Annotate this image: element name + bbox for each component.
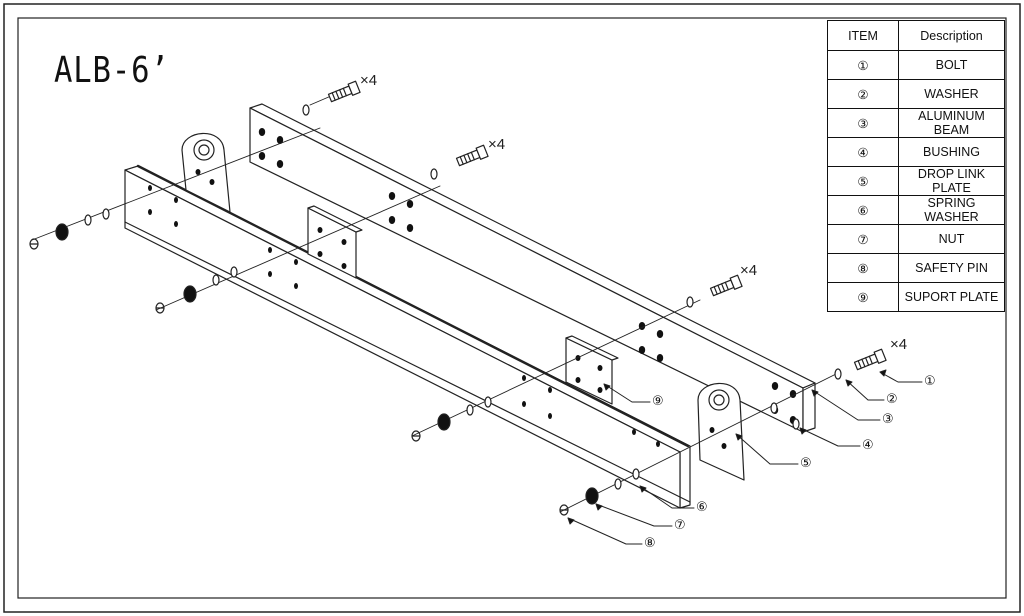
safety-pin-group [29, 238, 569, 516]
callout-bushing: ④ [862, 438, 874, 453]
spring-washer-group [84, 214, 622, 490]
row-description: BUSHING [898, 137, 1005, 167]
row-description: DROP LINK PLATE [898, 166, 1005, 196]
washer-icon [632, 468, 640, 480]
spring-washer-icon [212, 274, 220, 286]
bolt-icon [853, 348, 887, 371]
header-item: ITEM [827, 20, 899, 51]
row-item: ③ [827, 108, 899, 138]
row-description: SUPORT PLATE [898, 282, 1005, 312]
bolt-group [327, 80, 887, 371]
bolt-icon [455, 144, 489, 167]
row-description: SPRING WASHER [898, 195, 1005, 225]
row-item: ⑥ [827, 195, 899, 225]
nut-icon [183, 285, 197, 303]
callout-safety-pin: ⑧ [644, 536, 656, 551]
bolt-quantity-label: ×4 [890, 336, 908, 353]
safety-pin-icon [29, 238, 39, 250]
spring-washer-icon [466, 404, 474, 416]
callout-aluminum-beam: ③ [882, 412, 894, 427]
washer-icon [834, 368, 842, 380]
nut-group [55, 223, 599, 505]
aluminum-beam [249, 103, 816, 433]
nut-icon [585, 487, 599, 505]
callout-nut: ⑦ [674, 518, 686, 533]
safety-pin-icon [559, 504, 569, 516]
callout-drop-link-plate: ⑤ [800, 456, 812, 471]
safety-pin-icon [411, 430, 421, 442]
nut-icon [437, 413, 451, 431]
washer-icon [102, 208, 110, 220]
washer-icon [430, 168, 438, 180]
bolt-quantity-label: ×4 [488, 136, 506, 153]
callout-support-plate: ⑨ [652, 394, 664, 409]
leader-lines [567, 369, 923, 545]
safety-pin-icon [155, 302, 165, 314]
row-item: ⑨ [827, 282, 899, 312]
beam-holes [148, 128, 797, 449]
drawing-title: ALB-6’ [54, 50, 170, 91]
row-description: WASHER [898, 79, 1005, 109]
bolt-quantity-label: ×4 [740, 262, 758, 279]
washer-icon [686, 296, 694, 308]
washer-icon [792, 418, 800, 430]
row-description: ALUMINUM BEAM [898, 108, 1005, 138]
spring-washer-icon [614, 478, 622, 490]
washer-group [102, 104, 842, 480]
angle-channel [124, 164, 691, 509]
callout-washer: ② [886, 392, 898, 407]
callout-bolt: ① [924, 374, 936, 389]
washer-icon [230, 266, 238, 278]
row-item: ⑤ [827, 166, 899, 196]
bolt-icon [709, 274, 743, 297]
washer-icon [302, 104, 310, 116]
washer-icon [770, 402, 778, 414]
spring-washer-icon [84, 214, 92, 226]
callout-spring-washer: ⑥ [696, 500, 708, 515]
bolt-quantity-label: ×4 [360, 72, 378, 89]
washer-icon [484, 396, 492, 408]
nut-icon [55, 223, 69, 241]
bolt-icon [327, 80, 361, 103]
